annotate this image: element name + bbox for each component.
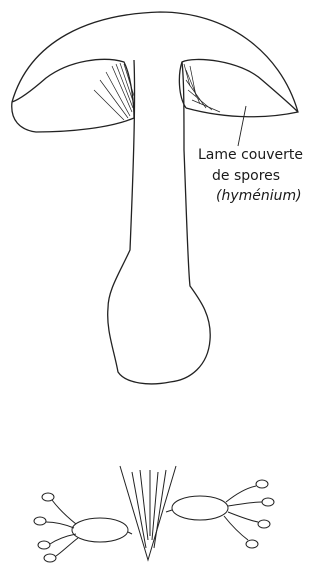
label-line-2: de spores — [212, 168, 280, 184]
label-line-3: (hyménium) — [216, 188, 302, 204]
gill-tip-section — [120, 466, 176, 560]
basidium-right — [166, 480, 274, 548]
label-line-1: Lame couverte — [198, 147, 303, 163]
basidium-left — [34, 493, 132, 562]
gill-right — [184, 64, 220, 112]
mushroom-cap — [12, 12, 298, 132]
label-pointer-line — [238, 106, 246, 146]
mushroom-stem — [108, 60, 211, 384]
